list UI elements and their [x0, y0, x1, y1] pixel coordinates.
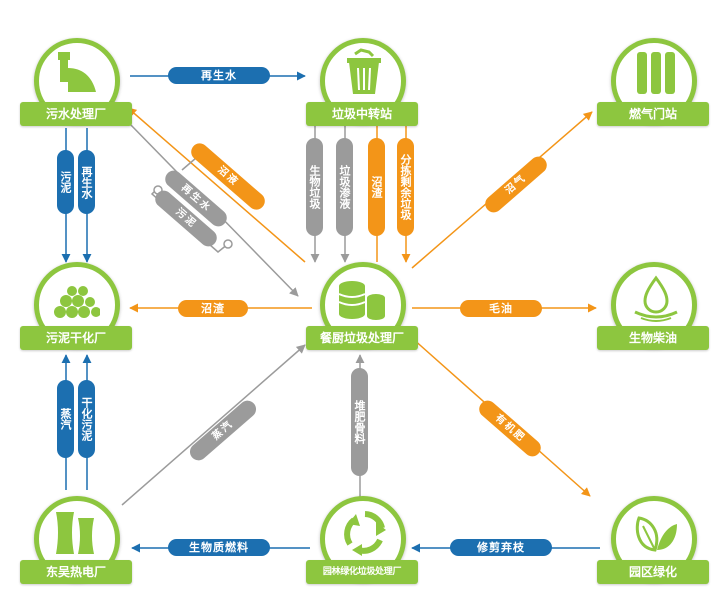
node-label: 垃圾中转站: [306, 102, 418, 126]
node-sludge-dry-plant[interactable]: 污泥干化厂: [20, 262, 132, 372]
node-biodiesel[interactable]: 生物柴油: [597, 262, 709, 372]
node-kitchen-waste-plant[interactable]: 餐厨垃圾处理厂: [306, 262, 418, 372]
gas-tanks-icon: [637, 52, 675, 94]
recycle-icon: [344, 511, 386, 556]
flow-label-dried-sludge: 干化污泥: [78, 380, 95, 458]
node-park-green[interactable]: 园区绿化: [597, 496, 709, 606]
flow-label-reclaimed-water-left: 再生水: [78, 150, 95, 214]
flow-label-steam: 蒸汽: [57, 380, 74, 458]
node-label: 生物柴油: [597, 326, 709, 350]
flow-line-steam-diag: [121, 344, 306, 506]
leaves-icon: [635, 516, 677, 552]
flow-label-waste-oil: 毛油: [460, 300, 542, 317]
node-label: 园区绿化: [597, 560, 709, 584]
node-label: 燃气门站: [597, 102, 709, 126]
flow-label-sorted-waste: 分拣剩余垃圾: [397, 138, 414, 236]
flow-label-biomass-fuel: 生物质燃料: [168, 539, 270, 556]
oil-drop-icon: [634, 275, 678, 322]
flow-label-leachate: 垃圾渗液: [336, 138, 353, 236]
node-transfer-station[interactable]: 垃圾中转站: [306, 38, 418, 148]
flow-line-biogas-liquid: [127, 107, 306, 263]
node-label: 污泥干化厂: [20, 326, 132, 350]
cooling-tower-icon: [56, 512, 94, 554]
node-garden-waste-plant[interactable]: 园林绿化垃圾处理厂: [306, 496, 418, 606]
trash-bin-icon: [347, 48, 381, 94]
flow-label-reclaimed-water-top: 再生水: [168, 67, 270, 84]
node-sewage-plant[interactable]: 污水处理厂: [20, 38, 132, 148]
node-label: 园林绿化垃圾处理厂: [306, 560, 418, 584]
flow-label-biogas-residue-up: 沼渣: [368, 138, 385, 236]
flow-label-pruned-branches: 修剪弃枝: [450, 539, 552, 556]
node-label: 污水处理厂: [20, 102, 132, 126]
node-label: 东吴热电厂: [20, 560, 132, 584]
node-thermal-plant[interactable]: 东吴热电厂: [20, 496, 132, 606]
sewage-outlet-icon: [58, 52, 96, 92]
node-label: 餐厨垃圾处理厂: [306, 326, 418, 350]
flow-label-food-waste: 生物垃圾: [306, 138, 323, 236]
storage-tanks-icon: [338, 281, 385, 320]
flow-label-biogas-residue-left: 沼渣: [178, 300, 248, 317]
flow-label-sludge-left: 污泥: [57, 150, 74, 214]
sludge-pellets-icon: [54, 286, 100, 318]
node-gas-station[interactable]: 燃气门站: [597, 38, 709, 148]
flow-label-compost-aggregate: 堆肥骨料: [351, 368, 368, 476]
